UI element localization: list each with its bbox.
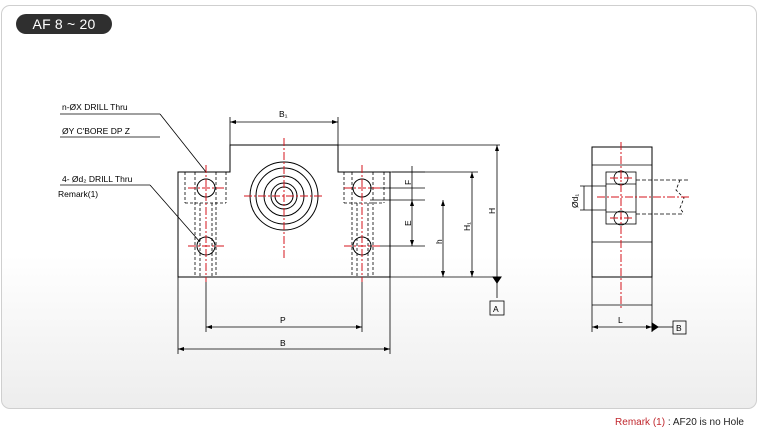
arrowheads — [178, 120, 652, 351]
centerlines — [188, 138, 690, 308]
callout-drill-thru: n-ØX DRILL Thru — [62, 102, 128, 112]
callout-remark: Remark(1) — [58, 189, 98, 199]
datum-label-a: A — [493, 304, 499, 314]
series-badge: AF 8 ~ 20 — [16, 14, 112, 34]
dim-label-e: E — [403, 220, 413, 226]
dim-label-f: F — [403, 180, 413, 185]
callout-4-drill-thru: 4- Ød₂ DRILL Thru — [62, 174, 133, 184]
dim-label-h-small: h — [434, 239, 444, 244]
remark-note: Remark (1) : AF20 is no Hole — [615, 417, 744, 428]
dim-label-l: L — [618, 315, 623, 325]
hidden-lines — [184, 172, 385, 277]
dim-horizontal-lines — [177, 277, 391, 354]
drawing-panel — [1, 5, 757, 409]
dim-label-h: H — [487, 208, 497, 214]
remark-ref: Remark (1) — [615, 417, 666, 428]
front-view-outline — [177, 144, 391, 278]
datum-b-box — [672, 320, 687, 335]
dim-label-b: B — [280, 338, 286, 348]
leader-lines — [60, 113, 207, 243]
datum-b-arrow — [651, 322, 659, 332]
datum-a-box — [489, 300, 505, 316]
dim-vertical-lines — [338, 144, 500, 278]
dim-label-d1: Ød₁ — [570, 194, 580, 208]
dim-label-h1: H₁ — [462, 222, 472, 231]
datum-label-b: B — [676, 323, 682, 333]
remark-text: : AF20 is no Hole — [667, 417, 744, 428]
dim-label-p: P — [280, 315, 286, 325]
dim-b1-lines — [229, 117, 339, 145]
callout-cbore: ØY C'BORE DP Z — [62, 126, 130, 136]
datum-a-arrow — [492, 276, 502, 284]
side-view-details — [580, 164, 690, 332]
dim-label-b1: B₁ — [279, 109, 288, 119]
